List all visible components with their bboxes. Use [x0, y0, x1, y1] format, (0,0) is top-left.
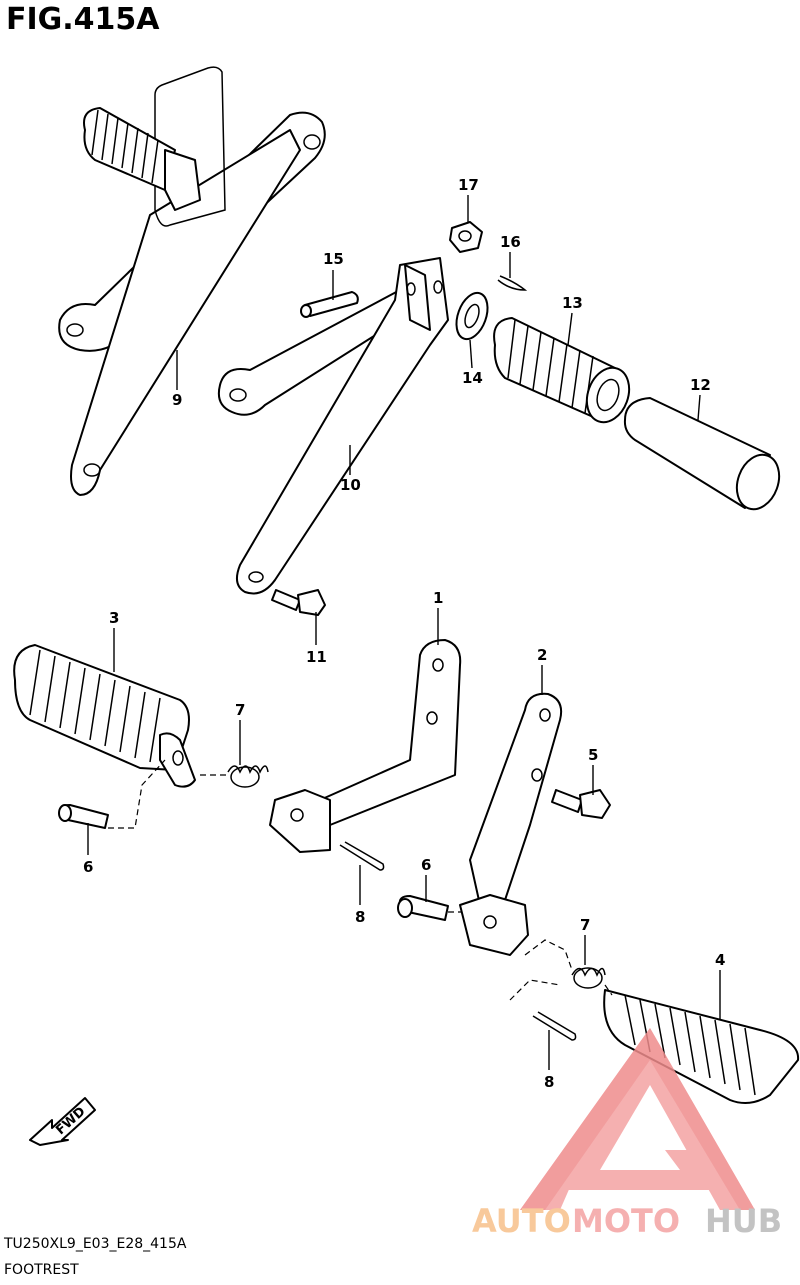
part-6a-pin[interactable] — [58, 804, 109, 829]
fwd-direction-arrow: FWD — [29, 1097, 96, 1146]
callout-5: 5 — [588, 746, 598, 764]
part-6b-pin[interactable] — [397, 895, 449, 921]
callout-7b: 7 — [580, 916, 590, 934]
callout-6b: 6 — [421, 856, 431, 874]
part-10-front-bracket[interactable] — [217, 257, 449, 595]
part-17-nut[interactable] — [449, 221, 483, 253]
callout-8a: 8 — [355, 908, 365, 926]
part-13-grip[interactable] — [493, 317, 636, 428]
callout-7a: 7 — [235, 701, 245, 719]
callout-6a: 6 — [83, 858, 93, 876]
callout-1: 1 — [433, 589, 443, 607]
part-14-washer[interactable] — [451, 289, 494, 344]
watermark-auto: AUTO — [472, 1202, 571, 1240]
part-3-footrest[interactable] — [13, 644, 196, 788]
leader-lines — [87, 195, 721, 1070]
part-7b-spring[interactable] — [571, 967, 606, 989]
callout-13: 13 — [562, 294, 583, 312]
part-9-grip — [83, 107, 201, 211]
part-9-rear-bracket[interactable] — [58, 66, 326, 496]
part-2-bracket[interactable] — [459, 692, 563, 956]
figure-title: FIG.415A — [6, 2, 160, 37]
part-1-bracket[interactable] — [269, 639, 462, 853]
part-11-bolt[interactable] — [271, 589, 326, 616]
callout-labels: 9 10 11 15 17 16 13 14 12 3 7 6 1 2 5 8 … — [83, 176, 725, 1091]
callout-15: 15 — [323, 250, 344, 268]
part-15-pin[interactable] — [300, 291, 359, 318]
callout-8b: 8 — [544, 1073, 554, 1091]
callout-11: 11 — [306, 648, 327, 666]
callout-10: 10 — [340, 476, 361, 494]
callout-17: 17 — [458, 176, 479, 194]
figure-name: FOOTREST — [4, 1262, 79, 1278]
part-5-bolt[interactable] — [551, 789, 611, 819]
part-16-clip[interactable] — [497, 275, 528, 291]
callout-12: 12 — [690, 376, 711, 394]
callout-16: 16 — [500, 233, 521, 251]
part-4-footrest[interactable] — [603, 989, 800, 1105]
callout-2: 2 — [537, 646, 547, 664]
callout-14: 14 — [462, 369, 483, 387]
part-8a-cotter-pin[interactable] — [339, 841, 385, 871]
callout-4: 4 — [715, 951, 725, 969]
watermark-hub: HUB — [705, 1202, 782, 1240]
callout-3: 3 — [109, 609, 119, 627]
part-8b-cotter-pin[interactable] — [532, 1011, 577, 1041]
callout-9: 9 — [172, 391, 182, 409]
watermark-logo: AUTO MOTO HUB — [472, 1028, 782, 1240]
watermark-moto: MOTO — [572, 1202, 680, 1240]
part-7a-spring[interactable] — [227, 765, 269, 788]
model-code: TU250XL9_E03_E28_415A — [4, 1236, 187, 1252]
part-12-pipe[interactable] — [623, 397, 786, 515]
assembly-lines — [108, 759, 613, 1001]
